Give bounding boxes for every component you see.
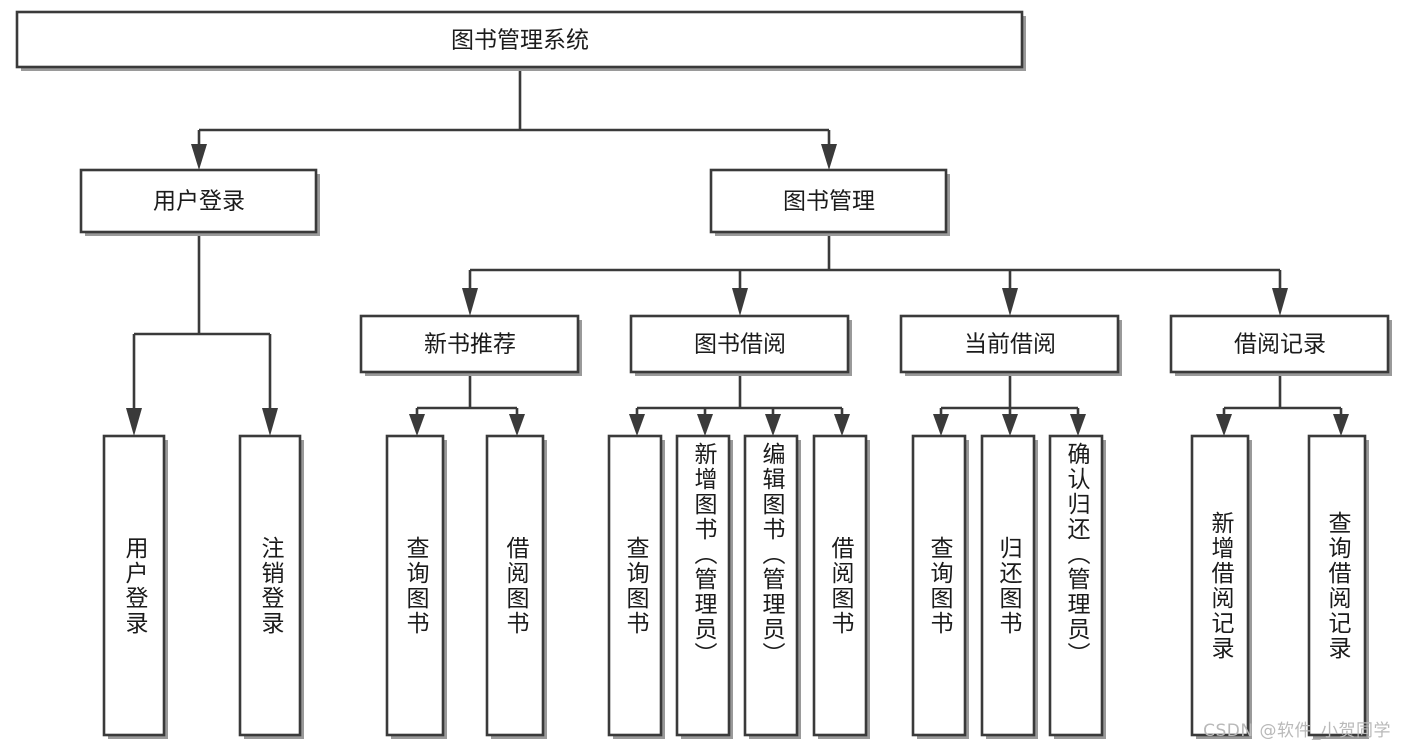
arrow-head-newbook-leaf-1	[409, 414, 425, 436]
arrow-head-current-borrow	[1002, 288, 1018, 316]
arrow-head-newbook-leaf-2	[509, 414, 525, 436]
node-layer: 图书管理系统 用户登录 图书管理 新书推荐 图书借阅 当前借阅 借阅记录	[15, 10, 1392, 739]
node-box-leaf-bb-borrow[interactable]	[812, 434, 868, 737]
node-box-leaf-nb-borrow[interactable]	[485, 434, 545, 737]
node-label-new-book-recommend: 新书推荐	[424, 332, 516, 358]
node-box-leaf-logout[interactable]	[238, 434, 302, 737]
node-label-borrow-record: 借阅记录	[1234, 332, 1326, 358]
node-box-leaf-br-add[interactable]	[1190, 434, 1250, 737]
arrow-head-borrowrecord-leaf-2	[1333, 414, 1349, 436]
node-box-current-borrow[interactable]	[899, 314, 1120, 374]
node-label-book-manage: 图书管理	[783, 189, 875, 215]
arrow-head-bookborrow-leaf-3	[765, 414, 781, 436]
node-box-leaf-cb-query[interactable]	[911, 434, 967, 737]
arrow-head-book-borrow	[732, 288, 748, 316]
arrow-head-borrow-record	[1272, 288, 1288, 316]
node-box-leaf-cb-return[interactable]	[980, 434, 1036, 737]
node-box-book-manage[interactable]	[709, 168, 948, 234]
arrow-head-currentborrow-leaf-3	[1070, 414, 1086, 436]
node-box-leaf-bb-add[interactable]	[675, 434, 731, 737]
node-box-leaf-bb-edit[interactable]	[743, 434, 799, 737]
node-box-leaf-nb-query[interactable]	[385, 434, 445, 737]
node-box-leaf-user-login[interactable]	[102, 434, 166, 737]
node-box-root[interactable]	[15, 10, 1024, 69]
node-box-borrow-record[interactable]	[1169, 314, 1390, 374]
node-box-new-book-recommend[interactable]	[359, 314, 580, 374]
arrow-head-bookborrow-leaf-2	[697, 414, 713, 436]
node-box-leaf-bb-query[interactable]	[607, 434, 663, 737]
arrow-head-bookborrow-leaf-4	[834, 414, 850, 436]
node-box-user-login[interactable]	[79, 168, 318, 234]
arrow-head-book-manage	[821, 144, 837, 170]
arrow-head-user-login	[191, 144, 207, 170]
node-box-book-borrow[interactable]	[629, 314, 850, 374]
connector-layer	[126, 68, 1349, 436]
arrow-head-currentborrow-leaf-1	[933, 414, 949, 436]
node-label-current-borrow: 当前借阅	[964, 332, 1056, 358]
node-box-leaf-cb-confirm[interactable]	[1048, 434, 1104, 737]
arrow-head-new-book	[462, 288, 478, 316]
csdn-watermark: CSDN @软件_小贺同学	[1203, 721, 1391, 741]
arrow-head-leaf-logout	[262, 408, 278, 436]
arrow-head-borrowrecord-leaf-1	[1216, 414, 1232, 436]
node-label-user-login: 用户登录	[153, 189, 245, 215]
arrow-head-bookborrow-leaf-1	[629, 414, 645, 436]
node-label-book-borrow: 图书借阅	[694, 332, 786, 358]
arrow-head-currentborrow-leaf-2	[1002, 414, 1018, 436]
node-box-leaf-br-query[interactable]	[1307, 434, 1367, 737]
node-label-root: 图书管理系统	[451, 28, 589, 54]
arrow-head-leaf-user-login	[126, 408, 142, 436]
